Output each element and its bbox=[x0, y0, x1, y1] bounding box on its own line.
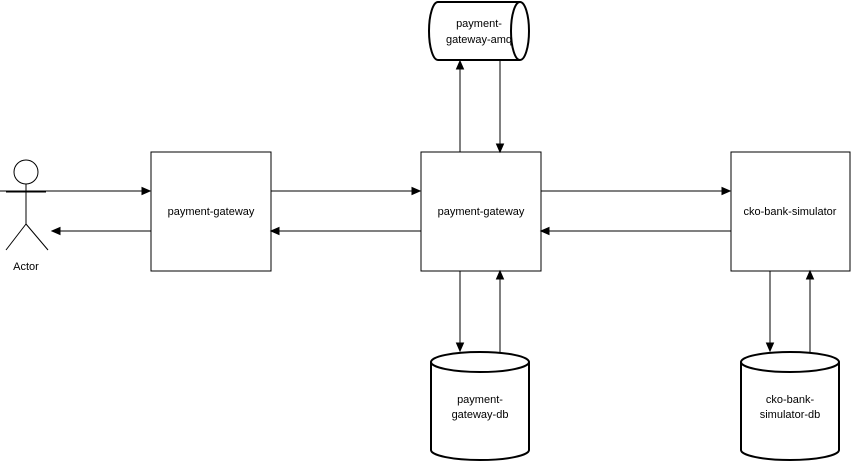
actor-head bbox=[13, 159, 39, 185]
arrow-gateway-api-to-gateway-core bbox=[271, 186, 422, 196]
database-label-line-2: gateway-db bbox=[452, 409, 509, 421]
database-label-line-1: cko-bank- bbox=[766, 394, 815, 406]
node-payment-gateway-db[interactable]: payment- gateway-db bbox=[430, 351, 530, 461]
database-top bbox=[740, 351, 840, 373]
arrow-gateway-db-to-gateway-core bbox=[495, 269, 505, 352]
node-label: payment-gateway bbox=[168, 206, 255, 218]
node-label: cko-bank-simulator bbox=[744, 206, 837, 218]
database-body bbox=[430, 362, 530, 461]
actor[interactable]: Actor bbox=[5, 159, 49, 273]
node-cko-bank-simulator-db[interactable]: cko-bank- simulator-db bbox=[740, 351, 840, 461]
actor-right-leg bbox=[25, 223, 49, 251]
node-box bbox=[150, 151, 272, 272]
node-cko-bank-simulator[interactable]: cko-bank-simulator bbox=[730, 151, 851, 272]
node-box bbox=[730, 151, 851, 272]
arrow-gateway-core-to-gateway-db bbox=[455, 271, 465, 353]
node-payment-gateway-core[interactable]: payment-gateway bbox=[420, 151, 542, 272]
queue-label-line-1: payment- bbox=[456, 18, 502, 30]
node-payment-gateway-api[interactable]: payment-gateway bbox=[150, 151, 272, 272]
arrow-bank-db-to-bank-sim bbox=[805, 269, 815, 352]
actor-left-leg bbox=[5, 223, 27, 251]
queue-label-line-2: gateway-amq bbox=[446, 34, 512, 46]
arrow-gateway-core-to-bank-sim bbox=[541, 186, 732, 196]
arrow-bank-sim-to-bank-db bbox=[765, 271, 775, 353]
arrow-amq-to-gateway-core bbox=[495, 61, 505, 154]
database-body bbox=[740, 362, 840, 461]
queue-end-cap bbox=[510, 1, 521, 61]
node-label: payment-gateway bbox=[438, 206, 525, 218]
actor-label: Actor bbox=[13, 261, 39, 273]
arrow-bank-sim-to-gateway-core bbox=[539, 226, 731, 236]
arrow-actor-to-gateway-api bbox=[0, 186, 152, 196]
arrow-gateway-core-to-gateway-api bbox=[269, 226, 421, 236]
arrow-gateway-core-to-amq bbox=[455, 59, 465, 152]
database-top bbox=[430, 351, 530, 373]
node-payment-gateway-amq[interactable]: payment- gateway-amq bbox=[428, 0, 530, 61]
arrow-gateway-api-to-actor bbox=[50, 226, 151, 236]
database-label-line-1: payment- bbox=[457, 394, 503, 406]
database-label-line-2: simulator-db bbox=[760, 409, 821, 421]
node-box bbox=[420, 151, 542, 272]
